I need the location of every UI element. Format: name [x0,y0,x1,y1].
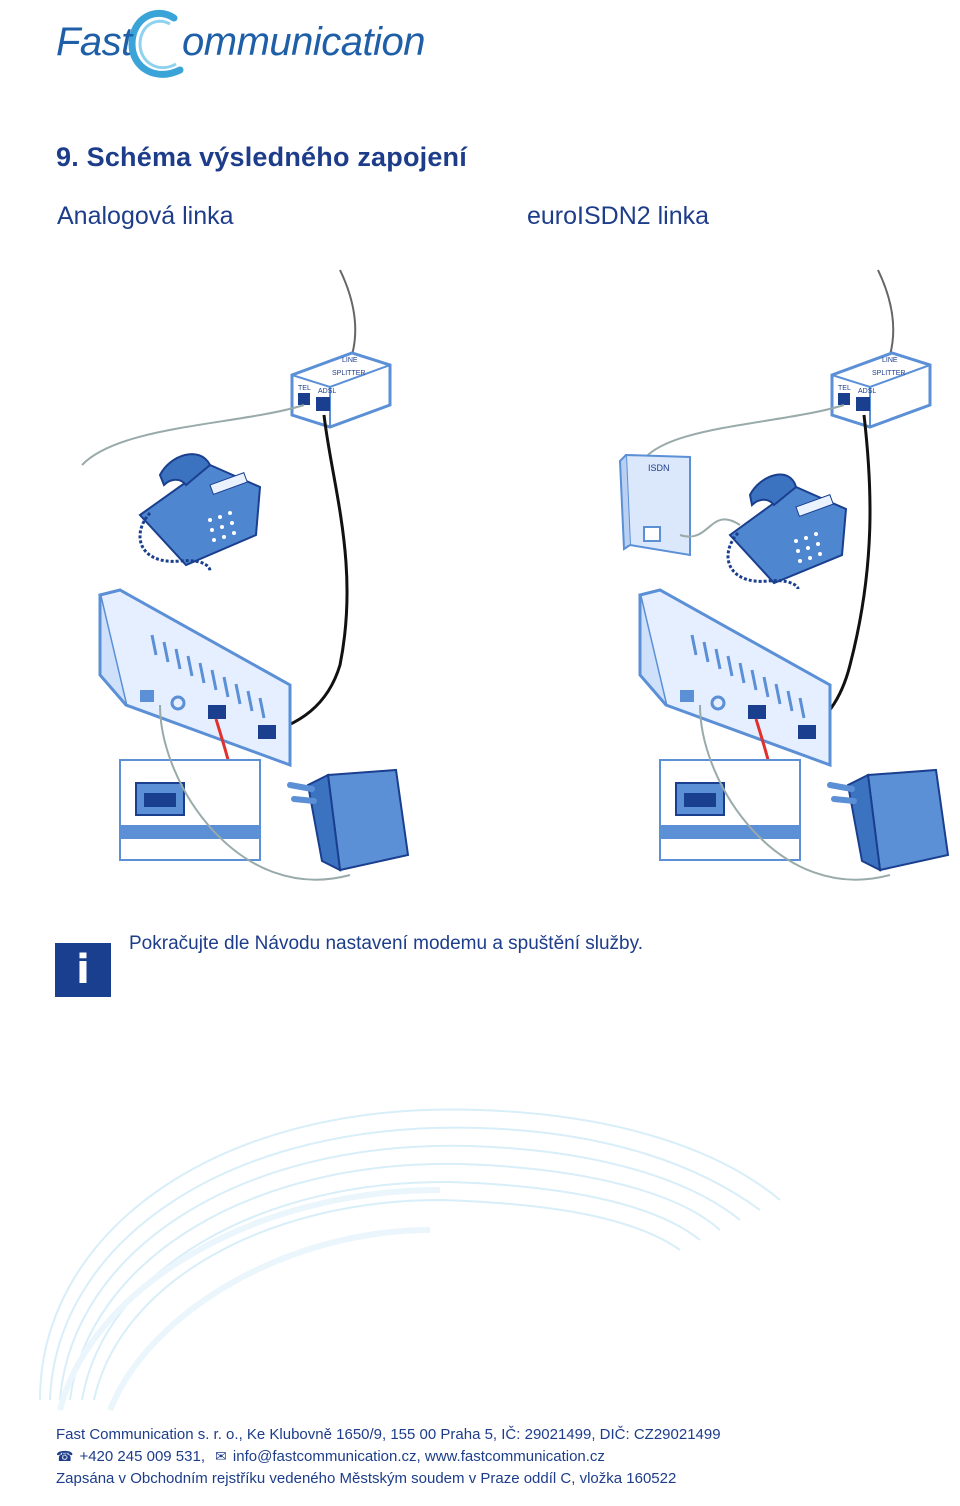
isdn-nt-box: ISDN [618,453,691,557]
isdn-wiring-diagram: LINE SPLITTER TEL ADSL ISDN [618,269,950,881]
splitter-line-label: LINE [882,357,898,364]
analog-line-label: Analogová linka [57,202,234,230]
phone-cable [639,404,845,466]
section-heading: 9. Schéma výsledného zapojení [56,142,467,172]
splitter-device: LINE SPLITTER TEL ADSL [290,351,392,429]
isdn-line-label: euroISDN2 linka [527,202,710,230]
modem-device [98,588,292,768]
splitter-tel-label: TEL [298,385,311,392]
info-icon-letter: i [76,947,90,993]
telephone-device [726,473,848,590]
splitter-tel-label: TEL [838,385,851,392]
modem-device [638,588,832,768]
wall-cable [877,269,895,356]
info-note: Pokračujte dle Návodu nastavení modemu a… [129,933,643,954]
info-icon: i [55,943,111,997]
logo-text-rest: ommunication [182,20,426,64]
decorative-swirl [39,1108,781,1412]
splitter-line-label: LINE [342,357,358,364]
logo-text-fast: Fast [56,20,132,64]
telephone-device [138,453,262,572]
logo-swirl-c [128,9,184,78]
splitter-adsl-label: ADSL [318,388,336,395]
phone-cable [81,404,305,466]
envelope-icon: ✉ [215,1449,227,1465]
isdn-box-label: ISDN [648,463,670,473]
company-logo: Fast ommunication [54,4,474,84]
computer-port-detail [119,759,261,861]
analog-wiring-diagram: LINE SPLITTER TEL ADSL [81,269,410,881]
isdn-to-phone-cable [679,518,741,538]
footer-phone: +420 245 009 531, [79,1448,205,1465]
footer-registration: Zapsána v Obchodním rejstříku vedeného M… [56,1470,677,1487]
splitter-adsl-label: ADSL [858,388,876,395]
power-cable [699,704,891,881]
power-adapter [287,768,410,872]
power-adapter [827,768,950,872]
phone-icon: ☎ [56,1449,74,1465]
footer-contacts: ☎ +420 245 009 531, ✉ info@fastcommunicati… [56,1446,721,1468]
adsl-cable [259,414,349,737]
splitter-name-label: SPLITTER [872,370,905,377]
footer-email-web[interactable]: info@fastcommunication.cz, www.fastcommu… [232,1448,605,1465]
footer-address: Fast Communication s. r. o., Ke Klubovně… [56,1426,721,1443]
splitter-name-label: SPLITTER [332,370,365,377]
wall-cable [339,269,357,356]
company-footer: Fast Communication s. r. o., Ke Klubovně… [56,1424,721,1490]
power-cable [159,704,351,881]
computer-port-detail [659,759,801,861]
splitter-device: LINE SPLITTER TEL ADSL [830,351,932,429]
